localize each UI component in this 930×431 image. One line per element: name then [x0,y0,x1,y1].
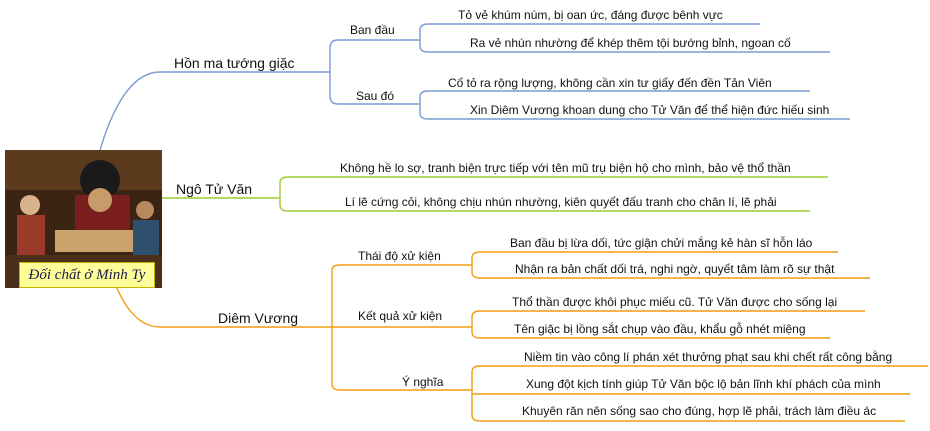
root-to-hon-ma-connector [99,71,330,151]
leaf-item: Xung đột kịch tính giúp Tử Văn bộc lộ bả… [526,377,881,391]
thai-do-connector [460,251,870,279]
leaf-item: Khuyên răn nên sống sao cho đúng, hợp lẽ… [522,404,877,418]
leaf-item: Niềm tin vào công lí phán xét thưởng phạ… [524,350,893,364]
leaf-item: Ban đầu bị lừa dối, tức giận chửi mắng k… [510,236,813,250]
sau-do-connector [408,90,850,120]
leaf-item: Ra vẻ nhún nhường để khép thêm tội bướng… [470,36,791,50]
ban-dau-connector [408,23,830,53]
branch-hon-ma-label: Hồn ma tướng giặc [174,55,295,71]
diem-vuong-to-subs-connector [331,264,460,391]
ket-qua-connector [460,310,865,339]
branch-ngo-tu-van-label: Ngô Tử Văn [176,181,253,197]
leaf-item: Thổ thần được khôi phục miếu cũ. Tử Văn … [512,295,838,309]
leaf-item: Cố tỏ ra rộng lượng, không cần xin tư gi… [448,76,772,90]
branch-connectors-hon-ma [99,23,850,151]
branch-connectors-diem-vuong [109,251,928,422]
sub-ban-dau-label: Ban đầu [350,23,395,37]
sub-sau-do-label: Sau đó [356,89,395,103]
leaf-item: Tỏ vẻ khúm núm, bị oan ức, đáng được bên… [458,8,723,22]
sub-thai-do-label: Thái độ xử kiện [358,249,441,263]
leaf-item: Tên giặc bị lồng sắt chụp vào đầu, khẩu … [514,322,806,336]
root-label: Đối chất ở Minh Ty [19,262,155,288]
sub-y-nghia-label: Ý nghĩa [402,375,444,389]
leaf-item: Nhận ra bản chất dối trá, nghi ngờ, quyế… [515,262,835,276]
leaf-item: Xin Diêm Vương khoan dung cho Tử Văn để … [470,103,830,117]
branch-diem-vuong-label: Diêm Vương [218,310,299,326]
sub-ket-qua-label: Kết quả xử kiện [358,309,443,323]
branch-connectors-ngo-tu-van [162,176,828,212]
leaf-item: Không hề lo sợ, tranh biện trực tiếp với… [340,161,791,175]
leaf-item: Lí lẽ cứng cỏi, không chịu nhún nhường, … [345,195,777,209]
y-nghia-connector [460,365,928,422]
ngo-tu-van-leaves-connector [279,176,828,212]
hon-ma-to-subs-connector [329,39,408,105]
